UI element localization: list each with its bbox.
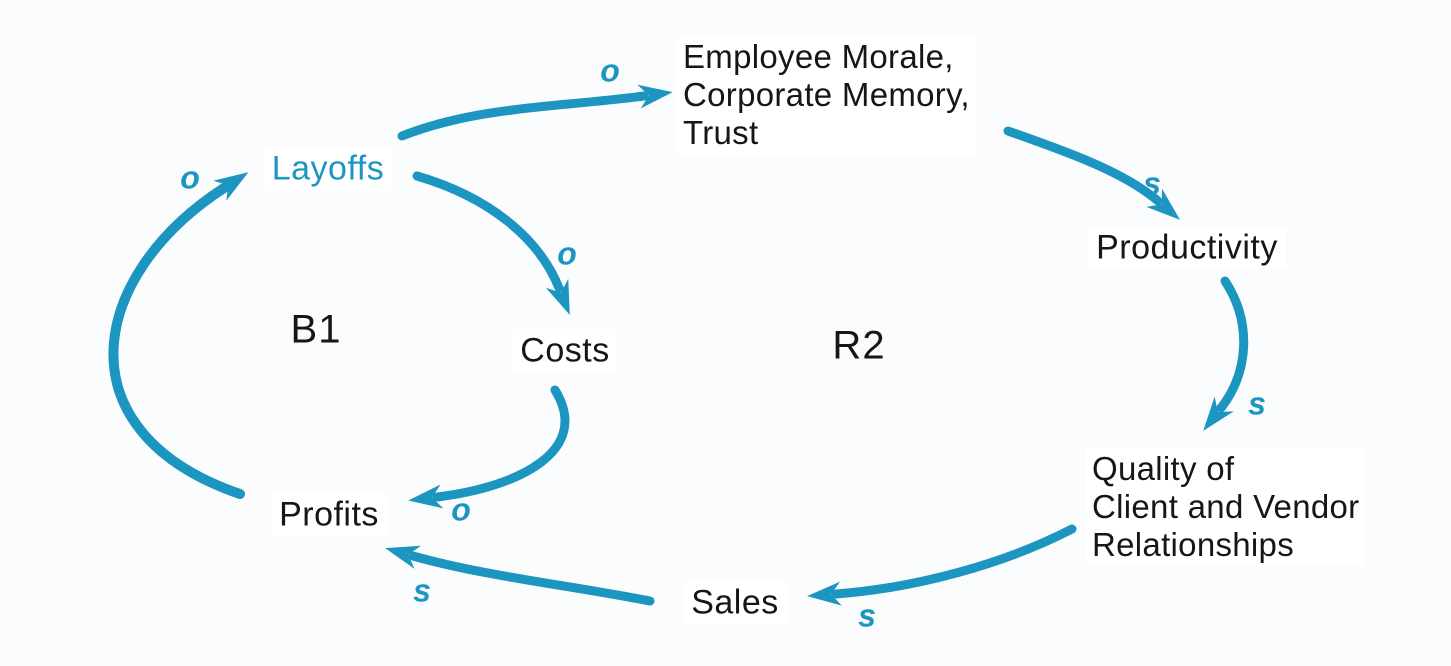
- node-quality-line-1: Quality of: [1092, 450, 1235, 487]
- node-quality-line-3: Relationships: [1092, 526, 1295, 563]
- polarity-layoffs-costs: o: [557, 235, 577, 272]
- polarity-profits-layoffs: o: [180, 159, 200, 196]
- loop-label-r2: R2: [832, 323, 886, 368]
- node-employee-morale-line-1: Employee Morale,: [683, 38, 954, 75]
- arrow-sales-to-profits: [385, 545, 655, 606]
- node-employee-morale-line-3: Trust: [683, 114, 759, 151]
- arrow-quality-to-sales: [807, 524, 1077, 606]
- node-costs: Costs: [512, 329, 618, 373]
- loop-label-b1: B1: [290, 307, 342, 352]
- polarity-productivity-quality: s: [1248, 385, 1266, 422]
- node-quality-relationships: Quality of Client and Vendor Relationshi…: [1086, 448, 1366, 566]
- arrow-layoffs-to-costs: [412, 171, 570, 315]
- polarity-employee-morale-productivity: s: [1143, 165, 1161, 202]
- arrow-productivity-to-quality: [1203, 276, 1249, 431]
- arrow-costs-to-profits: [408, 385, 570, 509]
- arrow-profits-to-layoffs: [108, 172, 249, 499]
- polarity-quality-sales: s: [858, 597, 876, 634]
- node-employee-morale-line-2: Corporate Memory,: [683, 76, 970, 113]
- arrow-layoffs-to-employee-morale: [397, 84, 673, 141]
- node-employee-morale: Employee Morale, Corporate Memory, Trust: [677, 36, 976, 154]
- node-sales: Sales: [683, 581, 787, 625]
- node-layoffs: Layoffs: [263, 147, 393, 191]
- arrow-employee-morale-to-productivity: [1003, 126, 1181, 220]
- node-productivity: Productivity: [1088, 226, 1286, 270]
- node-profits: Profits: [271, 493, 387, 537]
- polarity-costs-profits: o: [451, 491, 471, 528]
- node-quality-line-2: Client and Vendor: [1092, 488, 1360, 525]
- polarity-sales-profits: s: [413, 572, 431, 609]
- polarity-layoffs-employee-morale: o: [600, 52, 620, 89]
